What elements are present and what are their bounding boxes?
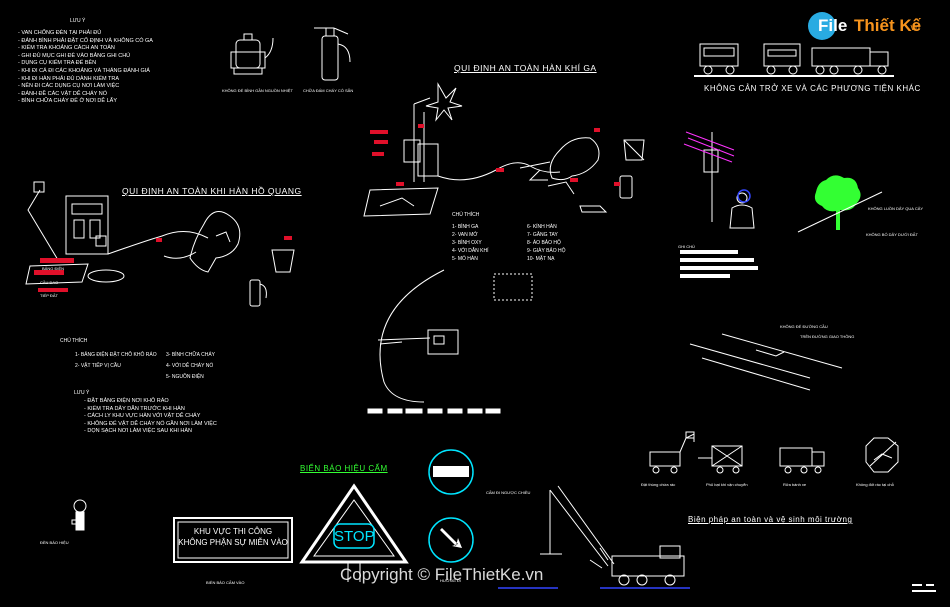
logo-word-thietke: Thiết Kế: [854, 16, 922, 35]
pole-notes-bars: [680, 250, 758, 278]
worker-figure-icon: [729, 192, 755, 229]
broken-cable-icon: [87, 269, 125, 283]
direction-round-sign: [428, 517, 474, 563]
tree-ground-line: [797, 191, 883, 233]
notes-heading: LƯU Ý: [70, 18, 86, 24]
legend-gas-item-2: 2- VAN MỞ: [452, 232, 478, 238]
legend-gas-item-7: 7- GĂNG TAY: [527, 232, 558, 238]
no-burning-sign-icon: [865, 437, 899, 473]
welder-figure-icon: [163, 211, 241, 273]
swing-arc-diagram: [377, 269, 459, 403]
sign-board-line-1: KHU VỰC THI CÔNG: [193, 527, 273, 536]
extinguisher-small-icon: [249, 279, 267, 307]
scale-bar: [367, 408, 501, 414]
dashed-placeholder-box: [493, 273, 533, 301]
arc-tag-switch: CẦU DAO: [40, 280, 59, 285]
logo-domain: .vn: [908, 22, 921, 32]
legend-arc-item-3: 3- BÌNH CHỮA CHÁY: [166, 352, 216, 358]
starburst-icon: [425, 82, 463, 122]
notes-bottom-heading: LƯU Ý: [74, 390, 90, 396]
sign-board-text: KHU VỰC THI CÔNG KHÔNG PHẬN SỰ MIỄN VÀO: [178, 526, 288, 548]
trailer-truck-icon: [811, 47, 889, 75]
bottom-right-marks: [912, 584, 936, 592]
stop-triangle-sign: [299, 483, 409, 582]
no-symbol-icon: [623, 139, 645, 161]
gas-welder-figure-icon: [519, 137, 600, 195]
caption-sign-ban: BIỂN BÁO CẤM VÀO: [206, 580, 245, 585]
welding-machine-icon: [25, 181, 209, 285]
warning-lamp-icon: [71, 499, 87, 531]
notes-top-list: - VAN CHỐNG ĐÈN TẠI PHẢI ĐỦ - ĐÁNH BÌNH …: [18, 30, 153, 105]
caption-no-entry: CẤM ĐI NGƯỢC CHIỀU: [486, 490, 531, 495]
legend-gas-item-4: 4- VỚI DẪN KHÍ: [452, 248, 489, 254]
logo-word-file: File: [818, 16, 848, 35]
title-signs: BIỂN BÁO HIỆU CẤM: [300, 464, 388, 473]
tree-label-1: KHÔNG LUỒN DÂY QUA CÂY: [868, 206, 924, 211]
road-label-1: KHÔNG ĐỂ ĐƯỜNG CẦU: [780, 324, 828, 329]
legend-gas-item-5: 5- MỎ HÀN: [452, 256, 478, 262]
sign-board-line-2: KHÔNG PHẬN SỰ MIỄN VÀO: [178, 538, 288, 547]
blue-accents: [498, 189, 751, 589]
legend-gas-item-3: 3- BÌNH OXY: [452, 240, 482, 246]
caption-gas-cylinder: KHÔNG ĐỂ BÌNH GẦN NGUỒN NHIỆT: [222, 88, 293, 93]
legend-gas-heading: CHÚ THÍCH: [452, 212, 480, 218]
red-tag-group: [34, 124, 620, 292]
gas-welding-cart-icon: [363, 97, 561, 217]
legend-arc-heading: CHÚ THÍCH: [60, 338, 88, 344]
no-entry-sign-board: [173, 517, 293, 563]
legend-gas-item-9: 9- GIÀY BẢO HỘ: [527, 248, 566, 254]
covered-trailer-icon: [698, 445, 743, 474]
caption-direction: HƯỚNG ĐI: [440, 578, 461, 583]
hose-end-icon: [579, 205, 608, 213]
arc-tag-panel: BẢNG ĐIỆN: [42, 266, 65, 271]
tree-label-2: KHÔNG BỐ DÂY DƯỚI ĐẤT: [866, 232, 918, 237]
legend-gas-item-10: 10- MẶT NẠ: [527, 256, 555, 262]
env-caption-2: Phủ bạt khi vận chuyển: [706, 482, 748, 487]
dump-truck-icon: [763, 43, 801, 75]
legend-gas-item-1: 1- BÌNH GA: [452, 224, 479, 230]
legend-arc-item-1: 1- BẢNG ĐIỆN ĐẶT CHỖ KHÔ RÁO: [75, 352, 157, 358]
stop-text: STOP: [334, 528, 375, 545]
env-caption-4: Không đốt rác tại chỗ: [856, 482, 894, 487]
title-gas-welding: QUI ĐỊNH AN TOÀN HÀN KHÍ GA: [454, 63, 597, 73]
wash-truck-icon: [779, 447, 825, 474]
bucket-icon: [271, 249, 295, 273]
title-arc-welding: QUI ĐỊNH AN TOÀN KHI HÀN HỒ QUANG: [122, 186, 302, 196]
title-environment: Biện pháp an toàn và vệ sinh môi trường: [688, 515, 853, 524]
pole-notes-label: GHI CHÚ: [678, 244, 695, 249]
legend-arc-item-2: 2- VẬT TIẾP VỊ CẦU: [75, 363, 121, 369]
truck-icon: [699, 43, 739, 75]
env-caption-1: Đặt thùng chứa rác: [641, 482, 676, 487]
fire-extinguisher-icon: [314, 27, 351, 81]
notes-bottom-list: - ĐẶT BẢNG ĐIỆN NƠI KHÔ RÁO - KIỂM TRA D…: [84, 398, 217, 435]
title-traffic: KHÔNG CẢN TRỞ XE VÀ CÁC PHƯƠNG TIỆN KHÁC: [704, 84, 921, 93]
power-lines: [683, 131, 735, 163]
no-entry-round-sign: [428, 449, 474, 495]
legend-arc-item-5: 5- NGUỒN ĐIỆN: [166, 374, 204, 380]
caption-extinguisher: CHỮA ĐÁM CHÁY CÓ SẴN: [303, 88, 354, 93]
legend-gas-item-6: 6- KÍNH HÀN: [527, 224, 557, 230]
road-label-2: TRÊN ĐƯỜNG GIAO THÔNG: [800, 334, 855, 339]
legend-arc-item-4: 4- VỚI DỄ CHÁY NỔ: [166, 363, 214, 369]
arc-tag-ground: TIẾP ĐẤT: [40, 293, 58, 298]
legend-gas-item-8: 8- ÁO BẢO HỘ: [527, 240, 561, 246]
tree-icon: [814, 175, 861, 230]
crane-truck-icon: [540, 485, 685, 586]
env-caption-3: Rửa bánh xe: [783, 482, 807, 487]
copyright-watermark: Copyright © FileThietKe.vn: [340, 565, 544, 584]
logo-globe-icon: [808, 12, 836, 40]
no-entry-sign-inner: [177, 521, 289, 559]
caption-lamp: ĐÈN BÁO HIỆU: [40, 540, 69, 545]
trash-truck-icon: [649, 431, 695, 474]
gas-cylinder-icon: [230, 33, 274, 75]
filethietke-logo[interactable]: File Thiết Kế .vn: [808, 10, 928, 46]
cylinder-small-icon: [619, 175, 633, 199]
road-diagram: [689, 333, 843, 391]
